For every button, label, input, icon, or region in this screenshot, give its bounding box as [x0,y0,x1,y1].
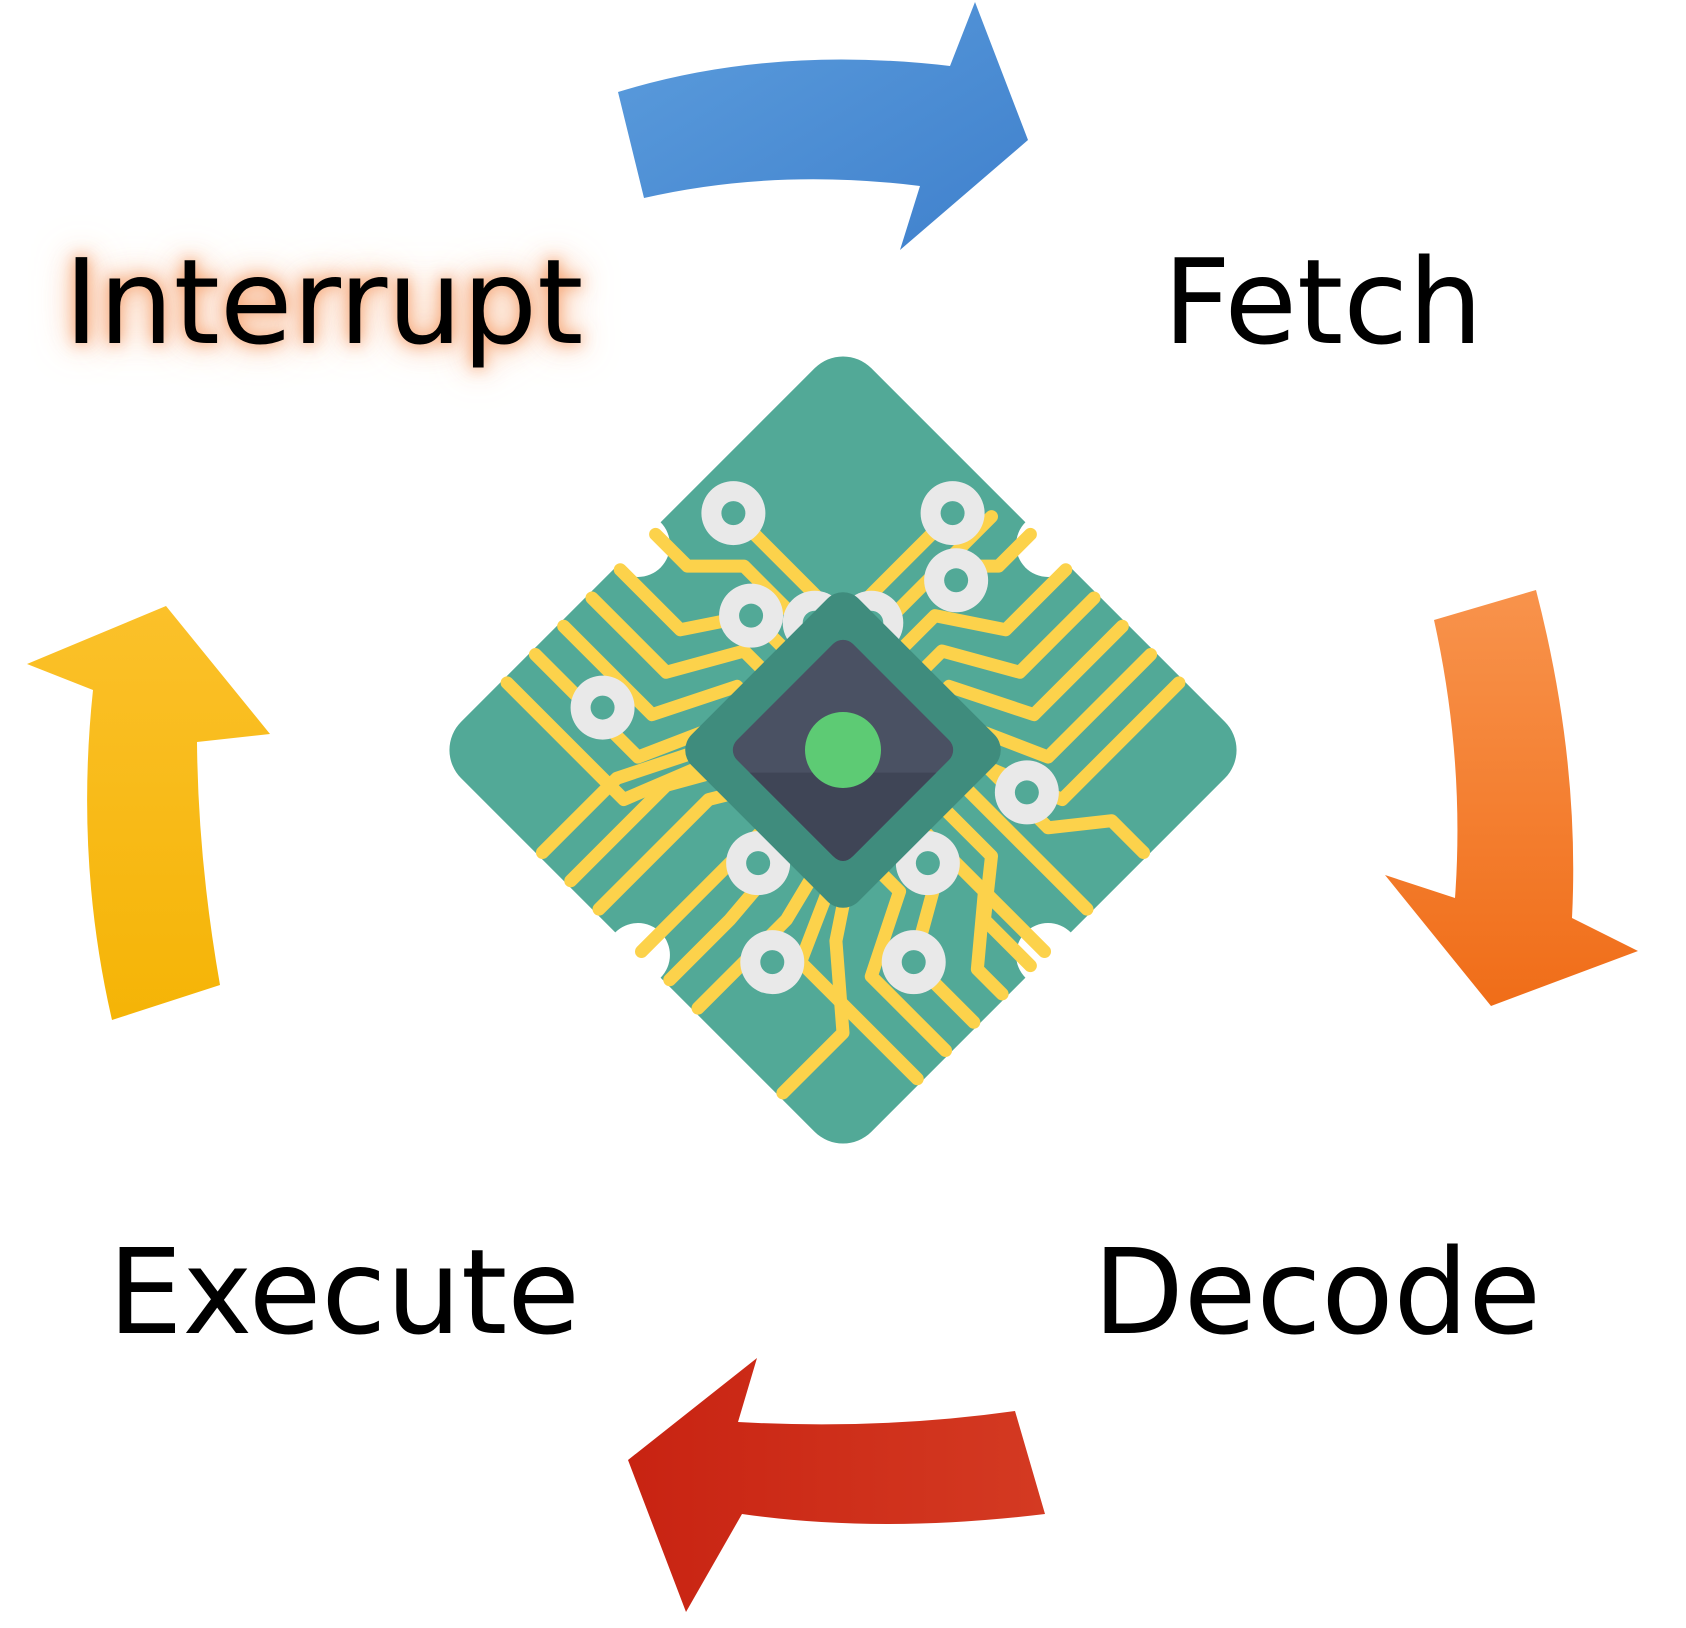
interrupt-arrow-icon [27,606,270,1020]
execute-arrow-icon [628,1358,1045,1612]
chip-led [805,712,881,788]
circuit-via-holes [590,501,1039,975]
decode-label: Decode [1093,1223,1542,1361]
execute-label: Execute [108,1223,580,1361]
fetch-arrow-icon [618,2,1028,250]
chip-core-shade [749,772,937,862]
circuit-chip-icon [449,356,1237,1144]
interrupt-label: Interrupt [64,233,584,371]
decode-arrow-icon [1385,590,1638,1006]
fetch-label: Fetch [1163,233,1483,371]
